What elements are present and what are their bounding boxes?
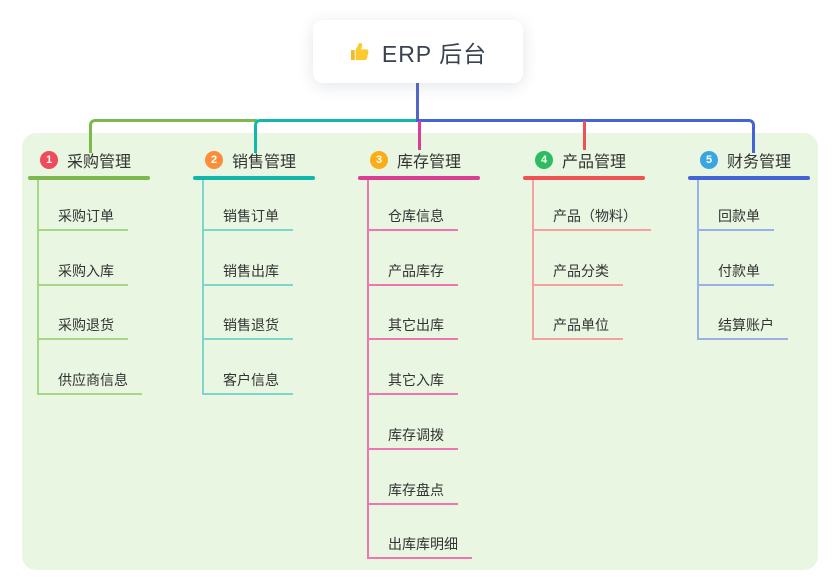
- thumbs-up-icon: [350, 43, 369, 61]
- branch-4-connector-line: [583, 121, 586, 150]
- branch-3-item[interactable]: 其它入库: [367, 367, 458, 395]
- branch-4-node[interactable]: 4 产品管理: [535, 149, 626, 171]
- branch-2-node[interactable]: 2 销售管理: [205, 149, 296, 171]
- branch-2-spine: [202, 180, 204, 395]
- branch-1-item[interactable]: 采购退货: [37, 312, 128, 340]
- branch-4-label: 产品管理: [562, 154, 627, 171]
- branch-5-item[interactable]: 结算账户: [697, 312, 788, 340]
- branch-3-item[interactable]: 仓库信息: [367, 203, 458, 231]
- branch-3-item[interactable]: 其它出库: [367, 312, 458, 340]
- branch-3-node[interactable]: 3 库存管理: [370, 149, 461, 171]
- branch-3-label: 库存管理: [397, 154, 462, 171]
- branch-1-label: 采购管理: [67, 154, 132, 171]
- branch-3-item[interactable]: 出库库明细: [367, 531, 472, 559]
- branch-5-node[interactable]: 5 财务管理: [700, 149, 791, 171]
- branch-5-item[interactable]: 回款单: [697, 203, 774, 231]
- branch-3-connector-line: [418, 121, 421, 150]
- branch-2-item[interactable]: 销售出库: [202, 258, 293, 286]
- branch-1-spine: [37, 180, 39, 395]
- branch-3-number-badge: 3: [370, 151, 388, 169]
- branch-4-item[interactable]: 产品单位: [532, 312, 623, 340]
- branch-1-number-badge: 1: [40, 151, 58, 169]
- branch-5-number-badge: 5: [700, 151, 718, 169]
- branches-panel: [22, 133, 818, 570]
- branch-2-item[interactable]: 销售订单: [202, 203, 293, 231]
- branch-4-underline: [523, 176, 645, 180]
- branch-3-underline: [358, 176, 480, 180]
- branch-2-label: 销售管理: [232, 154, 297, 171]
- branch-5-spine: [697, 180, 699, 340]
- branch-4-number-badge: 4: [535, 151, 553, 169]
- branch-3-spine: [367, 180, 369, 559]
- branch-1-item[interactable]: 采购入库: [37, 258, 128, 286]
- branch-2-number-badge: 2: [205, 151, 223, 169]
- branch-5-label: 财务管理: [727, 154, 792, 171]
- branch-3-item[interactable]: 库存盘点: [367, 477, 458, 505]
- branch-4-item[interactable]: 产品（物料）: [532, 203, 651, 231]
- branch-1-item[interactable]: 采购订单: [37, 203, 128, 231]
- branch-2-item[interactable]: 客户信息: [202, 367, 293, 395]
- branch-5-underline: [688, 176, 810, 180]
- branch-1-underline: [28, 176, 150, 180]
- branch-1-connector-line: [89, 119, 257, 153]
- branch-4-spine: [532, 180, 534, 340]
- branch-5-connector-line: [416, 119, 755, 153]
- root-node[interactable]: ERP 后台: [313, 20, 523, 83]
- branch-2-underline: [193, 176, 315, 180]
- branch-5-item[interactable]: 付款单: [697, 258, 774, 286]
- branch-1-node[interactable]: 1 采购管理: [40, 149, 131, 171]
- branch-4-item[interactable]: 产品分类: [532, 258, 623, 286]
- root-title: ERP 后台: [381, 40, 488, 67]
- branch-2-item[interactable]: 销售退货: [202, 312, 293, 340]
- branch-3-item[interactable]: 产品库存: [367, 258, 458, 286]
- branch-2-connector-line: [254, 119, 422, 153]
- branch-3-item[interactable]: 库存调拨: [367, 422, 458, 450]
- branch-1-item[interactable]: 供应商信息: [37, 367, 142, 395]
- root-connector-line: [416, 83, 419, 122]
